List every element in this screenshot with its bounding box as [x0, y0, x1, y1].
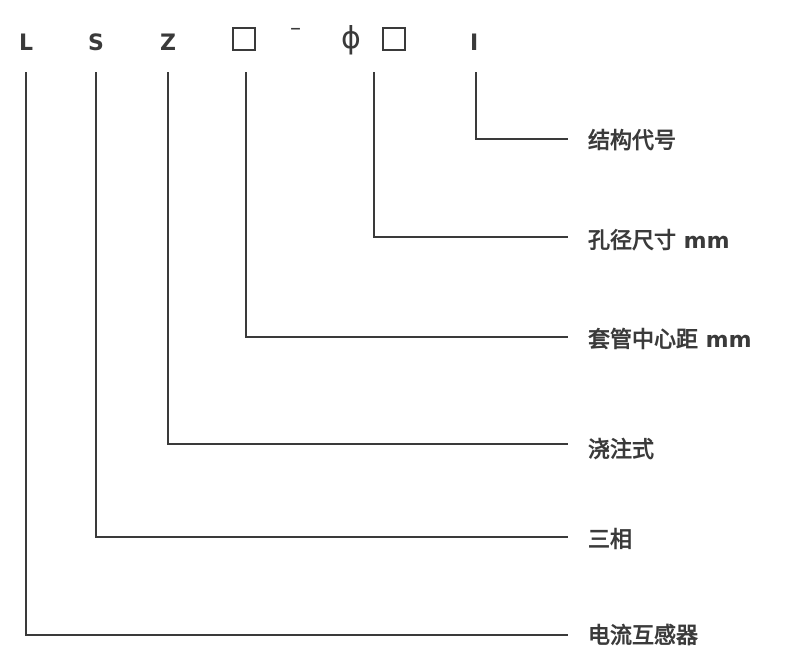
- code-letter-l: L: [19, 31, 34, 56]
- code-letter-z: Z: [160, 31, 176, 56]
- label-three-phase: 三相: [588, 528, 633, 553]
- label-bushing-spacing: 套管中心距 mm: [588, 328, 752, 353]
- label-current-transformer: 电流互感器: [588, 624, 699, 649]
- phi-symbol: ϕ: [341, 21, 361, 56]
- label-bore-size: 孔径尺寸 mm: [588, 229, 730, 254]
- connector-bore-size: [373, 72, 568, 238]
- connector-cast-type: [167, 72, 568, 445]
- bore-size-placeholder-box: [382, 27, 406, 51]
- code-dash: –: [290, 16, 301, 41]
- connector-current-transformer: [25, 72, 568, 636]
- connector-three-phase: [95, 72, 568, 538]
- connector-structure-code: [475, 72, 568, 140]
- code-letter-s: S: [88, 31, 104, 56]
- label-structure-code: 结构代号: [588, 129, 677, 154]
- connector-bushing-spacing: [245, 72, 568, 338]
- bushing-spacing-placeholder-box: [232, 27, 256, 51]
- code-letter-i: I: [470, 31, 479, 56]
- label-cast-type: 浇注式: [588, 438, 655, 463]
